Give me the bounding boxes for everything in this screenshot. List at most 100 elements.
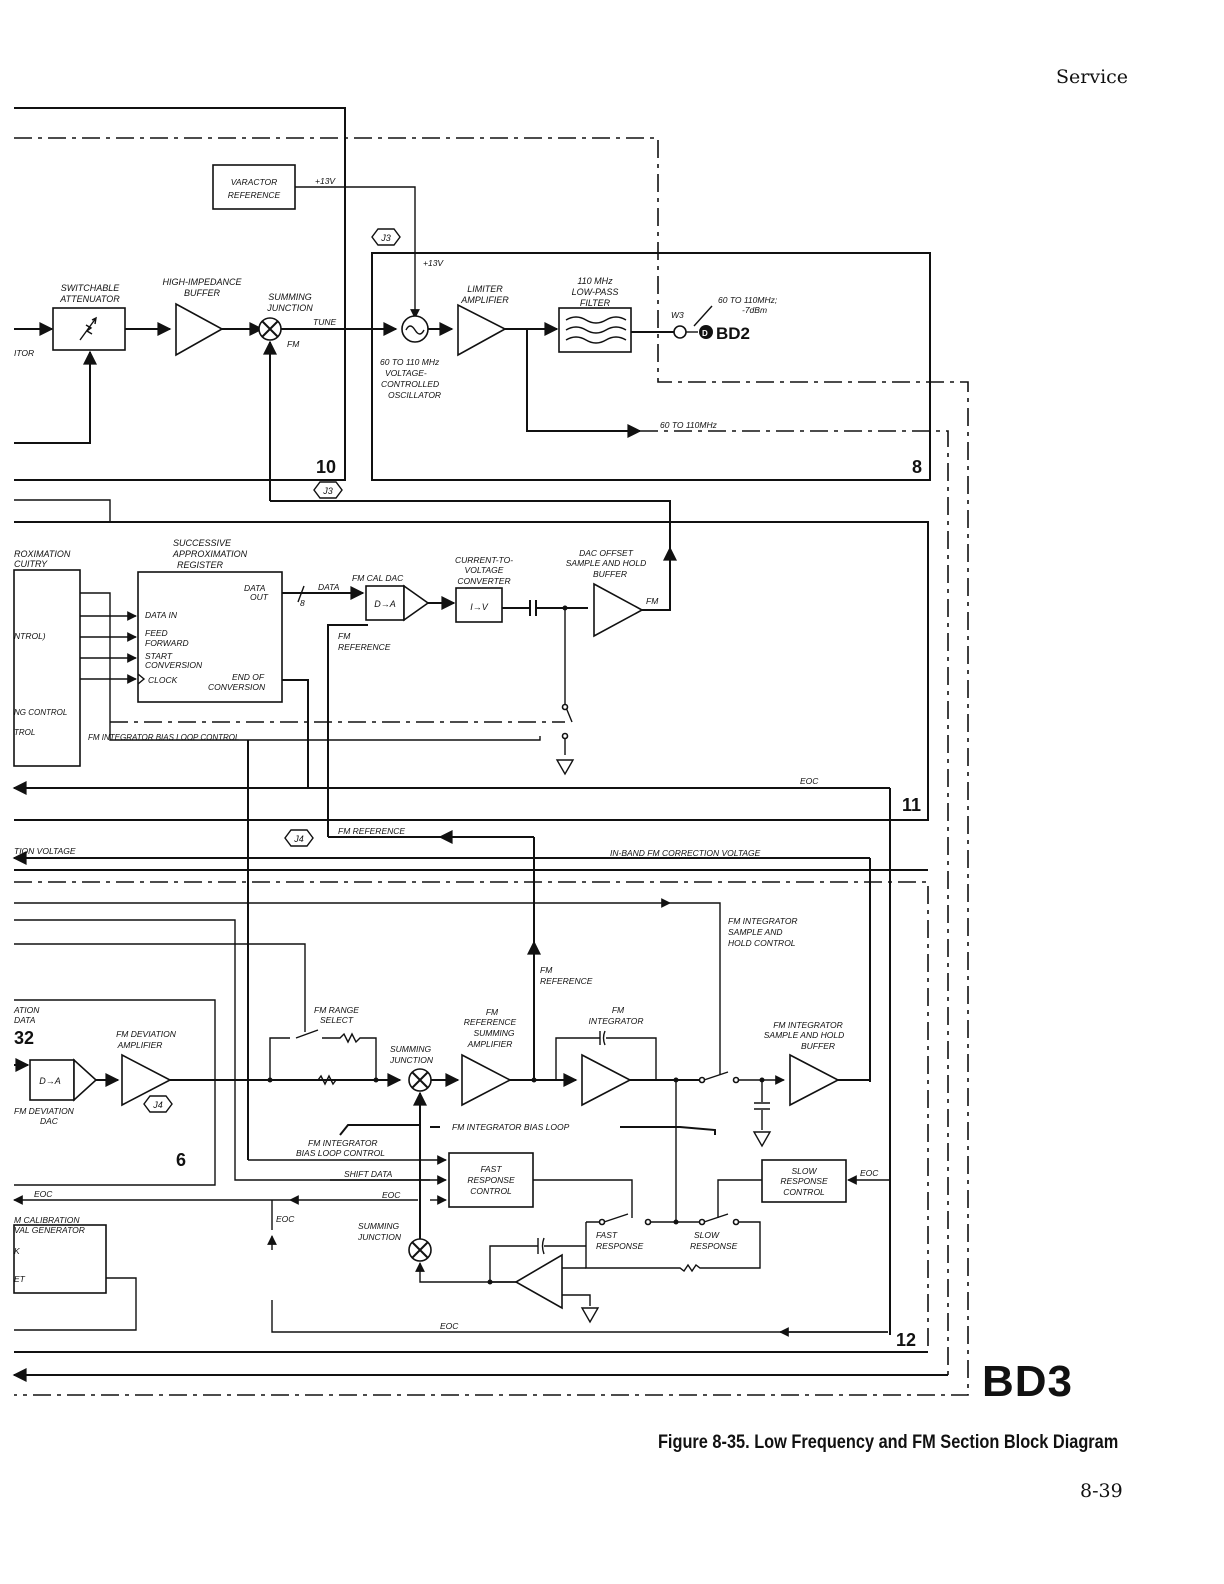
response-junction xyxy=(673,1219,679,1225)
fast-switch-contact-b xyxy=(644,1218,652,1226)
section-number-6: 6 xyxy=(176,1150,186,1170)
vco-label-1: 60 TO 110 MHz xyxy=(380,357,440,367)
section-12-dash-border xyxy=(14,881,929,1352)
j3-connector-bottom: J3 xyxy=(313,481,343,499)
fm-cal-dac-label: FM CAL DAC xyxy=(352,573,404,583)
start-conversion-label-1: START xyxy=(145,651,173,661)
dac-offset-buffer-amp xyxy=(593,582,644,638)
section-number-8: 8 xyxy=(912,457,922,477)
approximation-circuitry-block xyxy=(13,569,81,767)
fm-reference-feed xyxy=(327,624,368,837)
fm-reference-vert-label-2: REFERENCE xyxy=(540,976,593,986)
ground-symbol-hold xyxy=(752,1131,772,1148)
eoc-label-bottom: EOC xyxy=(440,1321,459,1331)
summing-junction-mid-label-1: SUMMING xyxy=(390,1044,431,1054)
trol-label: TROL xyxy=(14,728,35,737)
fm-reference-dac-label-2: REFERENCE xyxy=(338,642,391,652)
fm-integrator-sh-buffer-label-3: BUFFER xyxy=(801,1041,835,1051)
bias-loop-control-12-label-2: BIAS LOOP CONTROL xyxy=(296,1148,385,1158)
data-label: DATA xyxy=(318,582,340,592)
end-of-conversion-label-2: CONVERSION xyxy=(208,682,266,692)
fm-reference-bus-label: FM REFERENCE xyxy=(338,826,405,836)
range-resistor xyxy=(300,1074,337,1086)
current-to-voltage-block xyxy=(455,587,503,623)
fm-deviation-amplifier-label-1: FM DEVIATION xyxy=(116,1029,177,1039)
fm-ref-summing-amp xyxy=(461,1053,512,1107)
slow-switch-contact-b xyxy=(732,1218,740,1226)
slow-response-control-label-2: RESPONSE xyxy=(780,1176,828,1186)
j4-label-lower: J4 xyxy=(152,1100,163,1110)
fm-cal-dac-symbol: D→A xyxy=(374,599,396,609)
j3-label-bottom: J3 xyxy=(322,486,333,496)
fm-ref-summing-amp-label-3: SUMMING xyxy=(473,1028,514,1038)
bus-width-label: 8 xyxy=(300,598,305,608)
fast-response-label-1: FAST xyxy=(596,1230,618,1240)
fm-deviation-dac-symbol: D→A xyxy=(39,1076,61,1086)
bias-loop-control-12-label-1: FM INTEGRATOR xyxy=(308,1138,378,1148)
integrator-capacitor xyxy=(599,1030,606,1046)
fast-response-control-block xyxy=(448,1152,534,1208)
slow-control-out xyxy=(717,1179,762,1218)
i-to-v-symbol: I→V xyxy=(470,602,489,612)
calibration-generator-label-2: VAL GENERATOR xyxy=(14,1225,85,1235)
section-8-border xyxy=(371,252,931,481)
range-select-control xyxy=(14,943,306,1032)
switchable-attenuator-label-1: SWITCHABLE xyxy=(61,283,121,293)
calibration-generator-block xyxy=(13,1224,107,1294)
header-section-label: Service xyxy=(1056,66,1129,88)
fm-integrator-sh-buffer xyxy=(789,1053,840,1107)
slow-response-control-block xyxy=(761,1159,847,1203)
varactor-supply-label: +13V xyxy=(315,176,336,186)
fast-switch-contact-a xyxy=(598,1218,606,1226)
fm-deviation-dac-label-1: FM DEVIATION xyxy=(14,1106,75,1116)
dash-dot-bus-outer xyxy=(14,137,969,1396)
bias-loop-control-11-label: FM INTEGRATOR BIAS LOOP CONTROL xyxy=(88,733,239,742)
bd2-marker xyxy=(699,325,713,339)
tune-label: TUNE xyxy=(313,317,336,327)
sh-switch xyxy=(703,1072,784,1080)
ntrol-label: NTROL) xyxy=(14,631,46,641)
current-to-voltage-label-1: CURRENT-TO- xyxy=(455,555,513,565)
high-impedance-buffer-label-1: HIGH-IMPEDANCE xyxy=(162,277,242,287)
shift-data-label: SHIFT DATA xyxy=(344,1169,393,1179)
clock-label: CLOCK xyxy=(148,675,178,685)
fm-deviation-amplifier-label-2: AMPLIFIER xyxy=(117,1040,163,1050)
fm-integrator-bias-loop-label: FM INTEGRATOR BIAS LOOP xyxy=(452,1122,570,1132)
varactor-reference-block xyxy=(212,164,296,210)
varactor-reference-label-2: REFERENCE xyxy=(228,190,281,200)
data-in-label: DATA IN xyxy=(145,610,178,620)
section-10-border xyxy=(14,107,346,481)
limiter-amplifier-label-1: LIMITER xyxy=(467,284,503,294)
ground-symbol-11 xyxy=(555,759,575,776)
ng-control-label: NG CONTROL xyxy=(14,708,67,717)
feed-forward-label-2: FORWARD xyxy=(145,638,189,648)
left-et-label: ET xyxy=(14,1274,26,1284)
summing-junction-top-label-2: JUNCTION xyxy=(266,303,313,313)
bias-amp-ground-line xyxy=(562,1294,591,1306)
sh-switch-contact-a xyxy=(698,1076,706,1084)
fm-integrator-sh-control-label-3: HOLD CONTROL xyxy=(728,938,796,948)
dac-offset-buffer-label-3: BUFFER xyxy=(593,569,627,579)
attenuator-control-line xyxy=(14,350,97,444)
summing-junction-low-label-1: SUMMING xyxy=(358,1221,399,1231)
fm-range-select-switch xyxy=(269,1029,377,1080)
inband-correction-label: IN-BAND FM CORRECTION VOLTAGE xyxy=(610,848,761,858)
fm-reference-vert-label-1: FM xyxy=(540,965,553,975)
fm-deviation-amplifier xyxy=(121,1053,172,1107)
summing-junction-top xyxy=(258,317,282,341)
vco-label-3: CONTROLLED xyxy=(381,379,439,389)
fm-integrator-label-2: INTEGRATOR xyxy=(589,1016,644,1026)
current-to-voltage-label-2: VOLTAGE xyxy=(465,565,504,575)
feed-forward-label-1: FEED xyxy=(145,628,168,638)
fm-feedback-loop xyxy=(270,500,671,555)
summing-junction-low xyxy=(408,1238,432,1262)
end-of-conversion-label-1: END OF xyxy=(232,672,265,682)
fast-response-control-label-1: FAST xyxy=(480,1164,502,1174)
dac-offset-buffer-label-1: DAC OFFSET xyxy=(579,548,634,558)
fm-deviation-dac-label-2: DAC xyxy=(40,1116,59,1126)
bias-loop-capacitor xyxy=(537,1237,545,1255)
page-number: 8-39 xyxy=(1080,1480,1123,1502)
j4-label: J4 xyxy=(293,834,304,844)
fm-integrator-amp xyxy=(581,1053,632,1107)
